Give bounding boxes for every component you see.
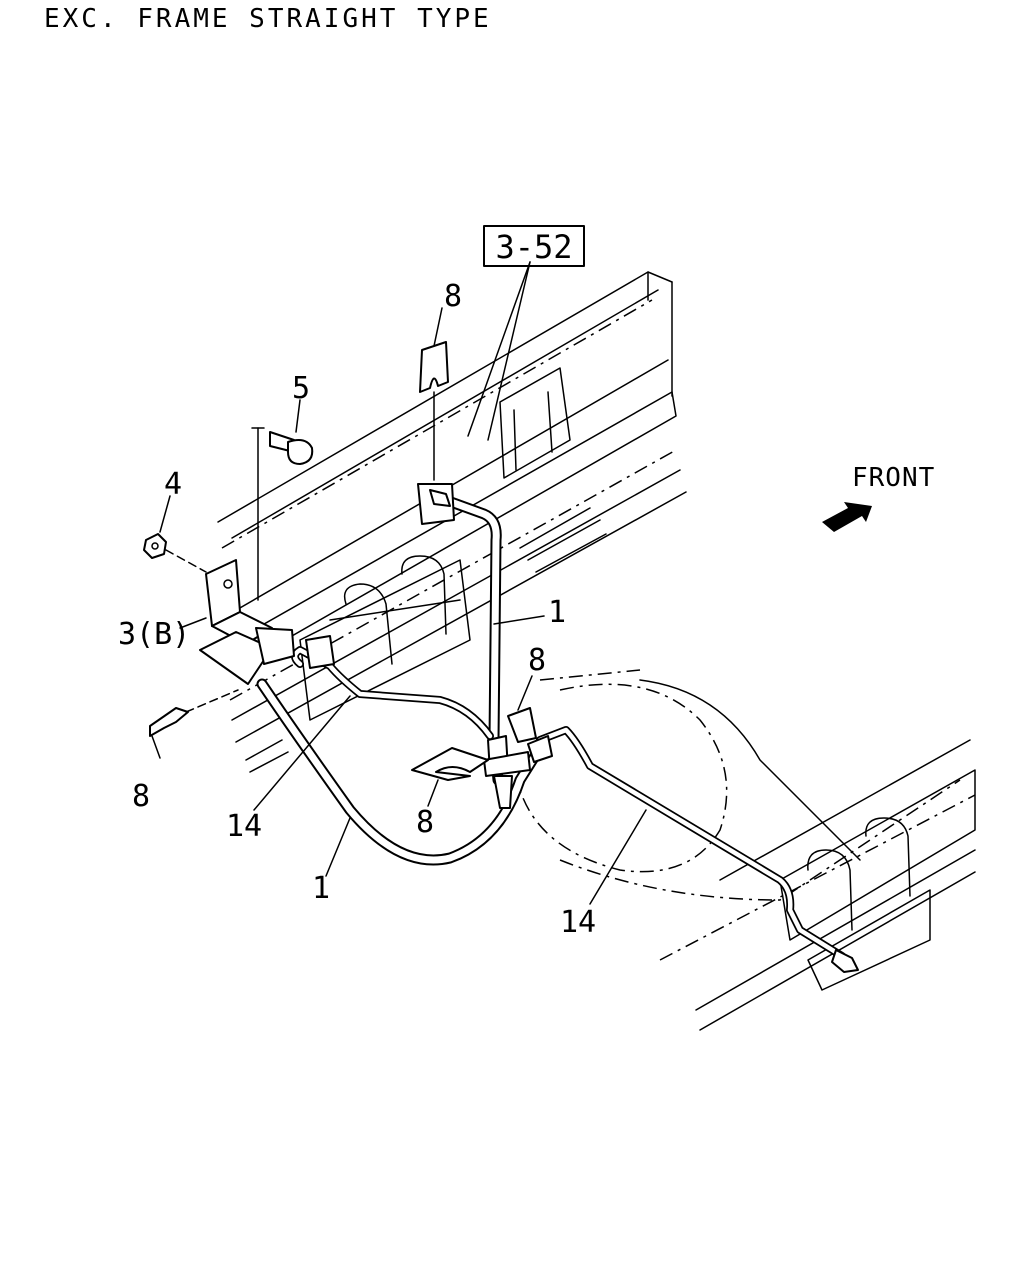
bolt-5	[251, 427, 314, 601]
leaf-spring-front	[299, 555, 471, 721]
callout-pipe-front: 1	[548, 595, 566, 630]
callout-clip-center: 8	[416, 805, 434, 840]
reference-3-52[interactable]: 3-52	[483, 225, 585, 267]
brake-tube-14-left	[291, 646, 494, 740]
clip-8-top	[419, 341, 449, 481]
callout-bolt: 5	[292, 371, 310, 406]
callout-tube-right: 14	[560, 905, 596, 940]
nut-4	[143, 533, 207, 573]
diagram-title: EXC. FRAME STRAIGHT TYPE	[44, 4, 492, 34]
brake-tube-14-right	[536, 726, 859, 973]
front-arrow-icon	[822, 502, 872, 532]
clip-8-right	[507, 707, 537, 743]
callout-clip-left: 8	[132, 779, 150, 814]
junction-bracket	[305, 483, 455, 669]
bracket-3b	[199, 559, 295, 685]
callout-pipe-loop: 1	[312, 871, 330, 906]
pipe-union	[483, 735, 553, 809]
axle-housing	[519, 669, 976, 961]
reference-label: 3-52	[495, 228, 572, 266]
front-label: FRONT	[852, 463, 935, 493]
leader-lines	[151, 261, 647, 905]
brake-pipe-1-loop	[256, 678, 546, 866]
callout-labels: 8 5 4 3(B) 1 8 8 14 8 1 14	[118, 279, 596, 940]
clip-8-left	[149, 689, 239, 737]
callout-bracket: 3(B)	[118, 617, 190, 652]
brake-pipe-1-front	[434, 492, 504, 786]
callout-tube-left: 14	[226, 809, 262, 844]
clip-8-center	[411, 747, 489, 781]
frame-rail	[217, 271, 687, 773]
callout-clip-right: 8	[528, 643, 546, 678]
callout-clip-top: 8	[444, 279, 462, 314]
front-indicator: FRONT	[822, 463, 935, 532]
leaf-spring-rear	[695, 769, 976, 1031]
callout-nut: 4	[164, 467, 182, 502]
